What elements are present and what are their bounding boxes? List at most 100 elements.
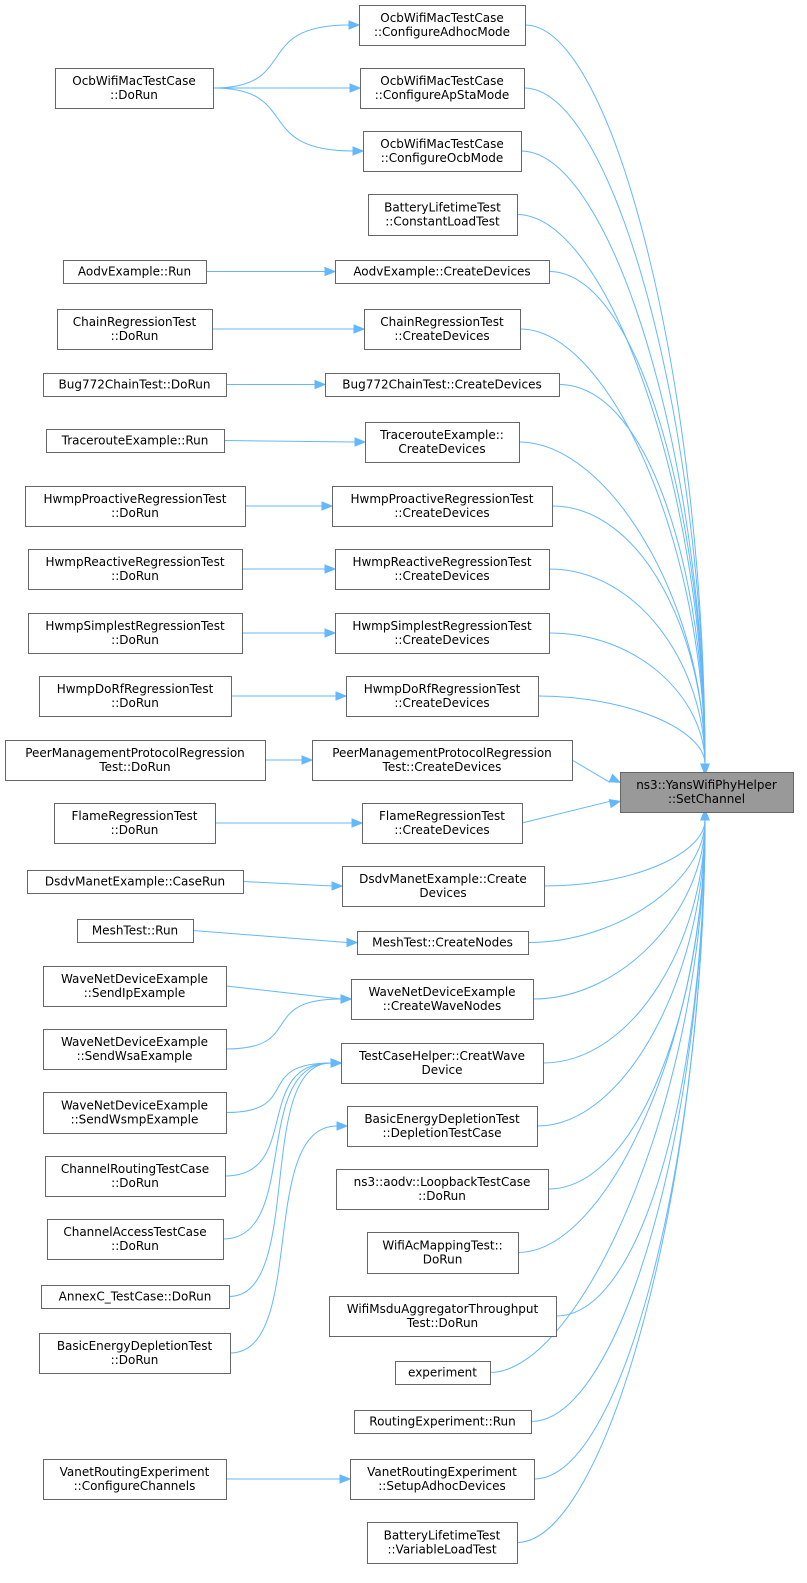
node-box bbox=[342, 866, 545, 907]
node-chain-dorun[interactable]: ChainRegressionTest::DoRun bbox=[57, 309, 213, 350]
node-label-line: ChannelAccessTestCase bbox=[63, 1225, 206, 1239]
node-experiment[interactable]: experiment bbox=[395, 1361, 491, 1385]
node-vanet-conf[interactable]: VanetRoutingExperiment::ConfigureChannel… bbox=[43, 1459, 227, 1500]
node-bed-depl[interactable]: BasicEnergyDepletionTest::DepletionTestC… bbox=[347, 1106, 538, 1147]
node-vanet-setup[interactable]: VanetRoutingExperiment::SetupAdhocDevice… bbox=[350, 1459, 535, 1500]
node-label-line: ::ConfigureApStaMode bbox=[375, 88, 509, 102]
node-wave-create[interactable]: WaveNetDeviceExample::CreateWaveNodes bbox=[351, 979, 534, 1020]
edge-trace-run-to-trace-create-arrowhead bbox=[354, 437, 367, 447]
edge-wave-wsmp-to-tch-creat bbox=[225, 1062, 332, 1113]
node-label-line: ::DoRun bbox=[111, 569, 159, 583]
node-chacc-dorun[interactable]: ChannelAccessTestCase::DoRun bbox=[47, 1219, 224, 1260]
node-bug-dorun[interactable]: Bug772ChainTest::DoRun bbox=[43, 373, 227, 397]
node-battery-const[interactable]: BatteryLifetimeTest::ConstantLoadTest bbox=[368, 194, 518, 236]
node-label-line: TestCaseHelper::CreatWave bbox=[358, 1049, 525, 1063]
node-aodv-loop[interactable]: ns3::aodv::LoopbackTestCase::DoRun bbox=[336, 1169, 549, 1210]
node-ocb-ocb[interactable]: OcbWifiMacTestCase::ConfigureOcbMode bbox=[363, 131, 522, 172]
node-wave-ip[interactable]: WaveNetDeviceExample::SendIpExample bbox=[43, 966, 227, 1007]
node-rexp-run[interactable]: RoutingExperiment::Run bbox=[354, 1410, 532, 1434]
root-node[interactable]: ns3::YansWifiPhyHelper::SetChannel bbox=[620, 772, 794, 813]
node-peer-dorun[interactable]: PeerManagementProtocolRegressionTest::Do… bbox=[5, 740, 266, 781]
node-hsim-dorun[interactable]: HwmpSimplestRegressionTest::DoRun bbox=[28, 613, 243, 654]
node-chain-create[interactable]: ChainRegressionTest::CreateDevices bbox=[364, 309, 521, 350]
edge-dsdv-caserun-to-dsdv-create-arrowhead bbox=[331, 881, 344, 891]
node-hrea-dorun[interactable]: HwmpReactiveRegressionTest::DoRun bbox=[28, 549, 243, 590]
edge-aodv-create-to-root bbox=[548, 271, 706, 765]
node-box bbox=[360, 68, 525, 109]
node-label-line: HwmpSimplestRegressionTest bbox=[45, 619, 225, 633]
node-label-line: ::SendWsaExample bbox=[77, 1049, 193, 1063]
node-hpro-dorun[interactable]: HwmpProactiveRegressionTest::DoRun bbox=[25, 486, 246, 527]
node-bed-dorun[interactable]: BasicEnergyDepletionTest::DoRun bbox=[39, 1333, 231, 1374]
node-label-line: ::DoRun bbox=[111, 823, 159, 837]
node-box bbox=[335, 549, 550, 590]
node-label-line: DoRun bbox=[423, 1253, 463, 1267]
node-flame-dorun[interactable]: FlameRegressionTest::DoRun bbox=[54, 803, 216, 844]
node-label-line: MeshTest::Run bbox=[92, 924, 178, 938]
node-box bbox=[364, 309, 521, 350]
node-box bbox=[395, 1361, 491, 1385]
node-ocb-dorun[interactable]: OcbWifiMacTestCase::DoRun bbox=[55, 68, 214, 109]
edge-battery-var-to-root bbox=[516, 819, 706, 1543]
node-label-line: ns3::aodv::LoopbackTestCase bbox=[354, 1175, 531, 1189]
edge-peer-create-to-root bbox=[571, 759, 611, 783]
node-box bbox=[55, 68, 214, 109]
node-label-line: ::ConstantLoadTest bbox=[385, 215, 500, 229]
node-label-line: WaveNetDeviceExample bbox=[61, 972, 208, 986]
node-box bbox=[47, 1219, 224, 1260]
node-flame-create[interactable]: FlameRegressionTest::CreateDevices bbox=[362, 803, 523, 844]
edge-chacc-dorun-to-tch-creat bbox=[222, 1062, 332, 1240]
node-label-line: ::CreateDevices bbox=[394, 569, 489, 583]
edge-trace-run-to-trace-create bbox=[223, 440, 356, 443]
node-wave-wsa[interactable]: WaveNetDeviceExample::SendWsaExample bbox=[43, 1029, 227, 1070]
node-box bbox=[54, 803, 216, 844]
node-aodv-create[interactable]: AodvExample::CreateDevices bbox=[335, 260, 550, 284]
edge-hrea-create-to-root bbox=[548, 568, 706, 765]
edge-bed-dorun-to-bed-depl-arrowhead bbox=[336, 1121, 349, 1131]
node-hsim-create[interactable]: HwmpSimplestRegressionTest::CreateDevice… bbox=[335, 613, 550, 654]
node-label-line: Test::CreateDevices bbox=[382, 760, 502, 774]
node-box bbox=[41, 1285, 230, 1309]
node-label-line: Device bbox=[421, 1063, 462, 1077]
node-peer-create[interactable]: PeerManagementProtocolRegressionTest::Cr… bbox=[312, 740, 573, 781]
edge-layer bbox=[192, 20, 710, 1543]
node-hrea-create[interactable]: HwmpReactiveRegressionTest::CreateDevice… bbox=[335, 549, 550, 590]
node-box bbox=[336, 1169, 549, 1210]
node-box bbox=[362, 803, 523, 844]
node-box bbox=[25, 486, 246, 527]
node-dsdv-create[interactable]: DsdvManetExample::CreateDevices bbox=[342, 866, 545, 907]
node-annexc[interactable]: AnnexC_TestCase::DoRun bbox=[41, 1285, 230, 1309]
node-mesh-create[interactable]: MeshTest::CreateNodes bbox=[357, 931, 529, 955]
edge-battery-const-to-root bbox=[516, 214, 706, 765]
node-trace-run[interactable]: TracerouteExample::Run bbox=[46, 429, 225, 453]
node-bug-create[interactable]: Bug772ChainTest::CreateDevices bbox=[325, 373, 560, 397]
node-box bbox=[39, 676, 232, 717]
node-label-line: BasicEnergyDepletionTest bbox=[364, 1112, 520, 1126]
node-ocb-adhoc[interactable]: OcbWifiMacTestCase::ConfigureAdhocMode bbox=[359, 5, 526, 46]
node-box bbox=[359, 5, 526, 46]
node-label-line: ::CreateDevices bbox=[394, 696, 489, 710]
node-box bbox=[45, 1156, 226, 1197]
node-box bbox=[43, 966, 227, 1007]
node-hdorf-create[interactable]: HwmpDoRfRegressionTest::CreateDevices bbox=[346, 676, 539, 717]
node-hpro-create[interactable]: HwmpProactiveRegressionTest::CreateDevic… bbox=[332, 486, 553, 527]
node-mesh-run[interactable]: MeshTest::Run bbox=[77, 919, 194, 943]
node-ocb-apsta[interactable]: OcbWifiMacTestCase::ConfigureApStaMode bbox=[360, 68, 525, 109]
node-trace-create[interactable]: TracerouteExample::CreateDevices bbox=[365, 422, 520, 463]
node-dsdv-caserun[interactable]: DsdvManetExample::CaseRun bbox=[27, 870, 244, 894]
node-hdorf-dorun[interactable]: HwmpDoRfRegressionTest::DoRun bbox=[39, 676, 232, 717]
node-label-line: ChannelRoutingTestCase bbox=[61, 1162, 209, 1176]
node-wifiac[interactable]: WifiAcMappingTest::DoRun bbox=[367, 1232, 519, 1274]
node-battery-var[interactable]: BatteryLifetimeTest::VariableLoadTest bbox=[367, 1522, 518, 1564]
node-label-line: ::DepletionTestCase bbox=[382, 1126, 501, 1140]
node-label-line: RoutingExperiment::Run bbox=[369, 1415, 515, 1429]
node-chroute-dorun[interactable]: ChannelRoutingTestCase::DoRun bbox=[45, 1156, 226, 1197]
edge-bug-dorun-to-bug-create-arrowhead bbox=[314, 379, 327, 390]
node-aodv-run[interactable]: AodvExample::Run bbox=[63, 260, 207, 284]
node-label-line: ::ConfigureOcbMode bbox=[381, 151, 504, 165]
edge-rexp-run-to-root bbox=[530, 819, 706, 1422]
edge-ocb-dorun-to-ocb-adhoc-arrowhead bbox=[348, 20, 361, 30]
node-wave-wsmp[interactable]: WaveNetDeviceExample::SendWsmpExample bbox=[43, 1092, 227, 1134]
